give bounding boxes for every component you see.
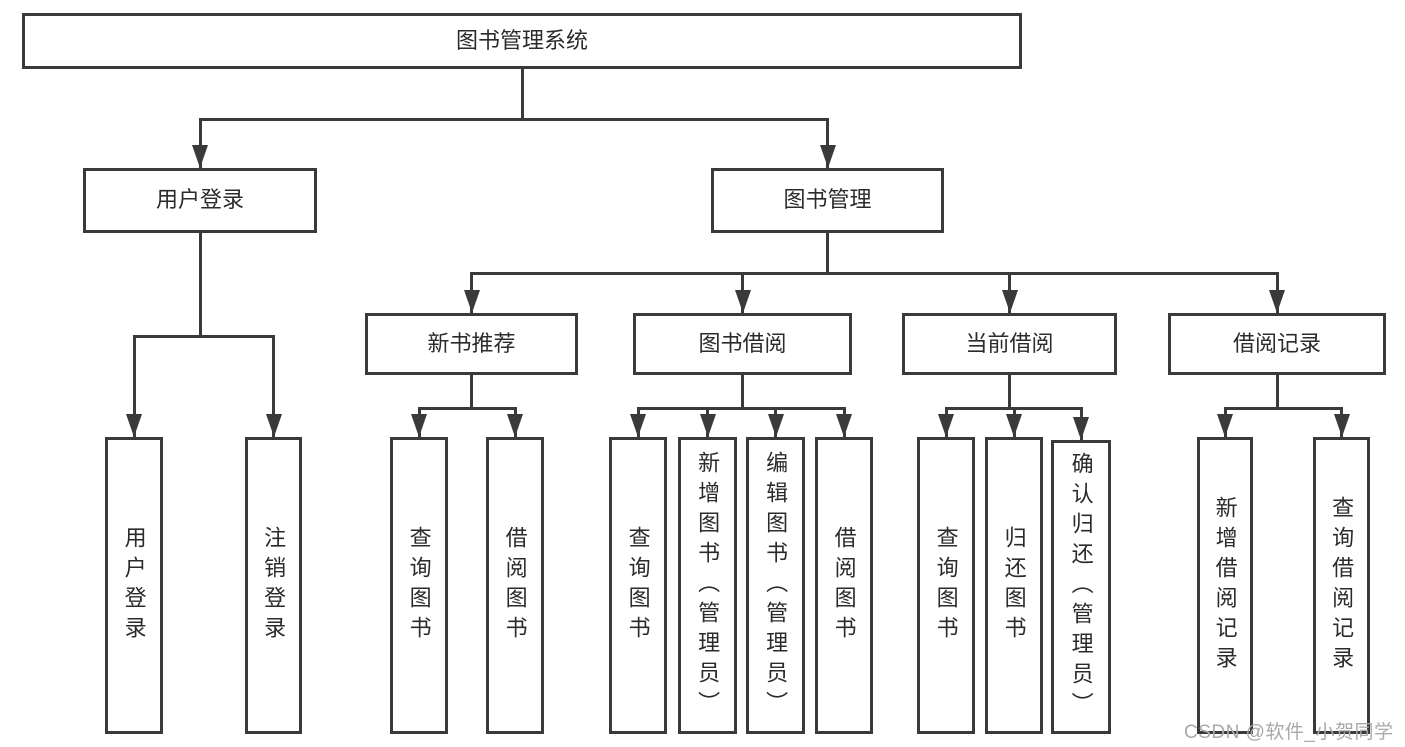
node-logout-user: 注销登录 <box>245 437 302 734</box>
arrowhead-down-icon <box>630 414 646 437</box>
node-label-borrow-edit-book: 编辑图书（管理员） <box>763 450 789 721</box>
connector-stem-new-book-recommend <box>470 375 473 410</box>
arrowhead-down-icon <box>1073 417 1089 440</box>
connector-stem-system-root <box>520 69 524 121</box>
node-recommend-borrow-book: 借阅图书 <box>486 437 544 734</box>
node-recommend-query-book: 查询图书 <box>390 437 448 734</box>
connector-stem-book-management <box>826 233 829 275</box>
node-label-recommend-query-book: 查询图书 <box>406 525 432 646</box>
connector-stem-book-borrowing <box>741 375 744 410</box>
arrowhead-down-icon <box>819 145 836 168</box>
node-records-query-record: 查询借阅记录 <box>1313 437 1370 734</box>
node-borrow-query-book: 查询图书 <box>609 437 667 734</box>
arrowhead-down-icon <box>938 414 954 437</box>
node-borrow-borrow-book: 借阅图书 <box>815 437 873 734</box>
node-label-records-add-record: 新增借阅记录 <box>1212 495 1238 676</box>
node-book-borrowing: 图书借阅 <box>633 313 852 375</box>
arrowhead-down-icon <box>1269 290 1285 313</box>
node-label-borrow-borrow-book: 借阅图书 <box>831 525 857 646</box>
arrowhead-down-icon <box>1006 414 1022 437</box>
arrowhead-down-icon <box>265 414 282 437</box>
node-borrowing-records: 借阅记录 <box>1168 313 1386 375</box>
arrowhead-down-icon <box>126 414 142 437</box>
node-label-records-query-record: 查询借阅记录 <box>1329 495 1355 676</box>
node-label-login-user: 用户登录 <box>121 525 147 646</box>
node-current-return-book: 归还图书 <box>985 437 1043 734</box>
connector-drop-book-management <box>826 118 829 168</box>
node-label-current-query-book: 查询图书 <box>933 525 959 646</box>
node-current-query-book: 查询图书 <box>917 437 975 734</box>
connector-drop-logout-user <box>272 335 275 437</box>
node-user-login: 用户登录 <box>83 168 317 233</box>
node-current-borrowing: 当前借阅 <box>902 313 1117 375</box>
node-login-user: 用户登录 <box>105 437 163 734</box>
arrowhead-down-icon <box>836 414 852 437</box>
connector-bus-user-login <box>132 335 275 338</box>
node-label-borrowing-records: 借阅记录 <box>1232 330 1321 356</box>
arrowhead-down-icon <box>1001 290 1018 313</box>
connector-bus-new-book-recommend <box>417 407 517 410</box>
node-label-book-management: 图书管理 <box>783 187 872 213</box>
node-label-borrow-query-book: 查询图书 <box>625 525 651 646</box>
node-label-logout-user: 注销登录 <box>261 525 287 646</box>
connector-drop-login-user <box>132 335 136 437</box>
node-label-new-book-recommend: 新书推荐 <box>427 330 516 356</box>
node-label-current-borrowing: 当前借阅 <box>965 330 1054 356</box>
connector-bus-borrowing-records <box>1223 407 1343 410</box>
arrowhead-down-icon <box>1333 414 1350 437</box>
arrowhead-down-icon <box>699 414 716 437</box>
arrowhead-down-icon <box>463 290 480 313</box>
connector-bus-book-borrowing <box>636 407 846 410</box>
arrowhead-down-icon <box>1217 414 1233 437</box>
node-label-current-return-book: 归还图书 <box>1001 525 1027 646</box>
arrowhead-down-icon <box>411 414 427 437</box>
arrowhead-down-icon <box>507 414 523 437</box>
arrowhead-down-icon <box>734 290 751 313</box>
connector-stem-borrowing-records <box>1275 375 1279 410</box>
node-borrow-edit-book: 编辑图书（管理员） <box>746 437 805 734</box>
node-records-add-record: 新增借阅记录 <box>1197 437 1253 734</box>
node-current-confirm-return: 确认归还（管理员） <box>1051 440 1111 734</box>
node-label-current-confirm-return: 确认归还（管理员） <box>1068 452 1094 722</box>
csdn-watermark: CSDN @软件_小贺同学 <box>1184 722 1394 743</box>
arrowhead-down-icon <box>192 145 208 168</box>
connector-stem-user-login <box>198 233 202 338</box>
node-borrow-add-book: 新增图书（管理员） <box>678 437 737 734</box>
node-label-recommend-borrow-book: 借阅图书 <box>502 525 528 646</box>
connector-drop-user-login <box>198 118 202 168</box>
connector-bus-system-root <box>198 118 829 121</box>
node-label-borrow-add-book: 新增图书（管理员） <box>695 450 721 721</box>
arrowhead-down-icon <box>767 414 784 437</box>
node-label-book-borrowing: 图书借阅 <box>698 330 787 356</box>
connector-stem-current-borrowing <box>1008 375 1011 410</box>
node-label-user-login: 用户登录 <box>155 187 244 213</box>
node-new-book-recommend: 新书推荐 <box>365 313 578 375</box>
node-label-system-root: 图书管理系统 <box>455 27 588 53</box>
connector-bus-book-management <box>470 272 1279 275</box>
node-system-root: 图书管理系统 <box>22 13 1022 69</box>
node-book-management: 图书管理 <box>711 168 944 233</box>
